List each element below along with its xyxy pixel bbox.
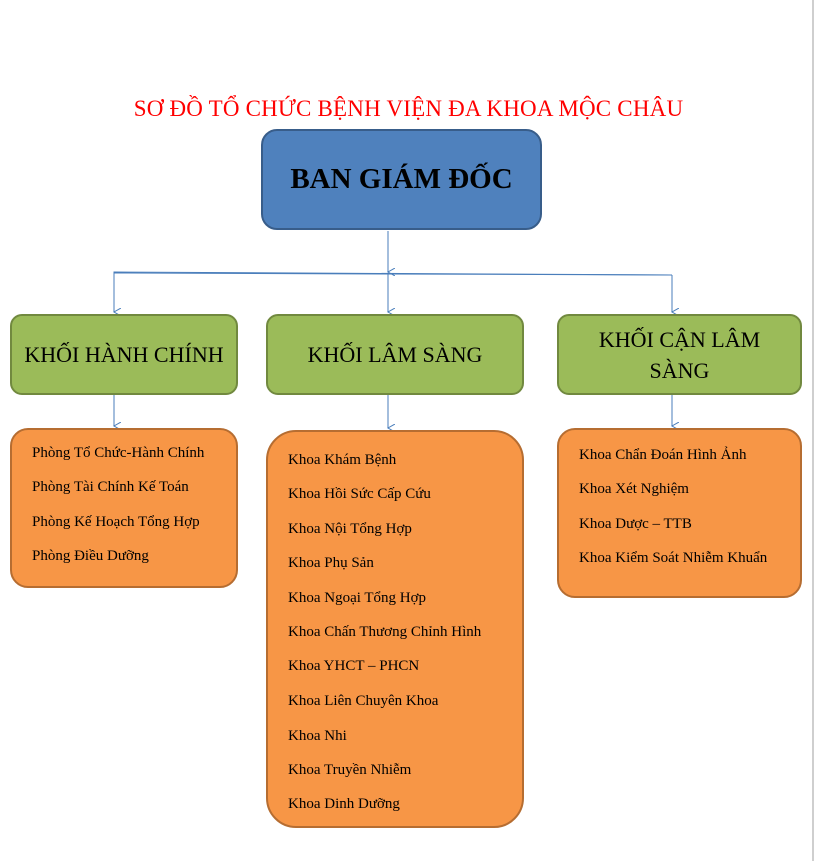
list-item: Khoa Liên Chuyên Khoa xyxy=(288,693,439,709)
list-item: Phòng Điều Dưỡng xyxy=(32,548,149,564)
list-item: Phòng Kế Hoạch Tổng Hợp xyxy=(32,514,200,530)
list-item: Khoa Truyền Nhiễm xyxy=(288,762,412,778)
block-lam-sang-label: KHỐI LÂM SÀNG xyxy=(307,342,483,367)
page-edge-line xyxy=(812,0,814,861)
list-item: Khoa Ngoại Tổng Hợp xyxy=(288,590,427,606)
list-can-lam-sang: Khoa Chẩn Đoán Hình Ảnh Khoa Xét Nghiệm … xyxy=(557,428,802,598)
list-item: Khoa Phụ Sản xyxy=(288,555,374,571)
list-lam-sang: Khoa Khám Bệnh Khoa Hồi Sức Cấp Cứu Khoa… xyxy=(266,430,524,828)
list-item: Phòng Tài Chính Kế Toán xyxy=(32,479,189,495)
list-hanh-chinh: Phòng Tổ Chức-Hành Chính Phòng Tài Chính… xyxy=(10,428,238,588)
block-lam-sang: KHỐI LÂM SÀNG xyxy=(266,314,524,395)
list-item: Khoa Nhi xyxy=(288,728,347,744)
list-item: Khoa Nội Tổng Hợp xyxy=(288,521,412,537)
list-item: Khoa YHCT – PHCN xyxy=(288,658,420,674)
list-item: Khoa Xét Nghiệm xyxy=(579,481,689,497)
list-item: Khoa Dược – TTB xyxy=(579,516,692,532)
list-item: Khoa Hồi Sức Cấp Cứu xyxy=(288,486,431,502)
block-hanh-chinh: KHỐI HÀNH CHÍNH xyxy=(10,314,238,395)
list-item: Khoa Chấn Thương Chỉnh Hình xyxy=(288,624,482,640)
list-item: Phòng Tổ Chức-Hành Chính xyxy=(32,445,205,461)
block-can-lam-sang: KHỐI CẬN LÂM SÀNG xyxy=(557,314,802,395)
list-item: Khoa Chẩn Đoán Hình Ảnh xyxy=(579,447,747,463)
chart-title: SƠ ĐỒ TỔ CHỨC BỆNH VIỆN ĐA KHOA MỘC CHÂU xyxy=(133,96,684,121)
block-can-lam-sang-label: KHỐI CẬN LÂM SÀNG xyxy=(598,326,761,383)
root-node-ban-giam-doc: BAN GIÁM ĐỐC xyxy=(261,129,542,230)
block-hanh-chinh-label: KHỐI HÀNH CHÍNH xyxy=(24,342,224,367)
list-item: Khoa Kiểm Soát Nhiễm Khuẩn xyxy=(579,550,768,566)
connector-bar-line xyxy=(113,272,673,276)
list-item: Khoa Dinh Dưỡng xyxy=(288,796,400,812)
list-item: Khoa Khám Bệnh xyxy=(288,452,397,468)
